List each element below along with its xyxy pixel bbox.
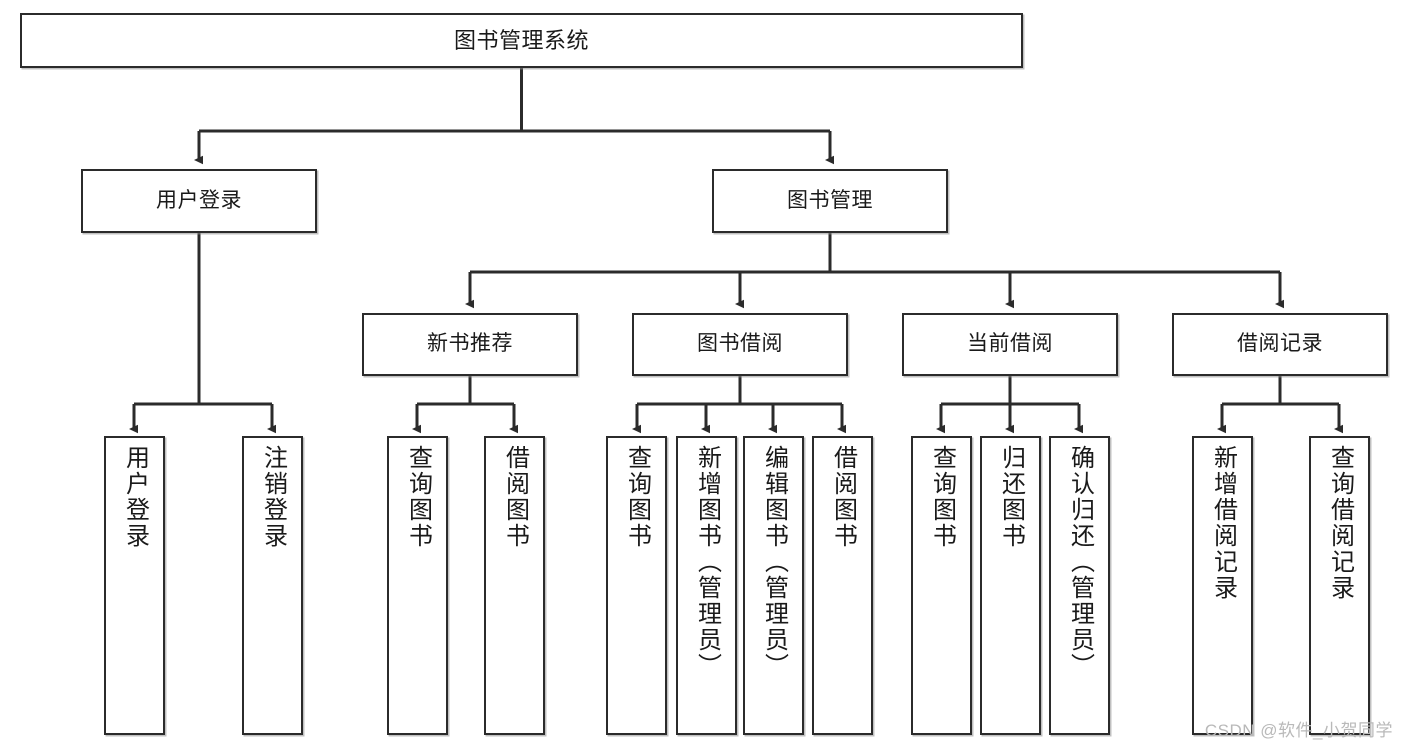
node-label: 借阅图书 — [829, 445, 857, 549]
node-label: 确认归还（管理员） — [1066, 445, 1094, 679]
node-label: 注销登录 — [259, 445, 287, 549]
leaf-book-borrow-edit[interactable]: 编辑图书（管理员） — [743, 436, 804, 735]
leaf-new-book-borrow[interactable]: 借阅图书 — [484, 436, 545, 735]
node-label: 新增图书（管理员） — [693, 445, 721, 679]
leaf-borrow-record-add[interactable]: 新增借阅记录 — [1192, 436, 1253, 735]
leaf-current-borrow-return[interactable]: 归还图书 — [980, 436, 1041, 735]
node-label: 查询借阅记录 — [1326, 445, 1354, 601]
node-label: 图书管理系统 — [453, 27, 589, 53]
node-book-borrow[interactable]: 图书借阅 — [632, 313, 848, 376]
leaf-book-borrow-query[interactable]: 查询图书 — [606, 436, 667, 735]
node-label: 图书管理 — [787, 188, 873, 212]
node-label: 新书推荐 — [427, 332, 513, 356]
node-label: 查询图书 — [928, 445, 956, 549]
node-label: 用户登录 — [121, 445, 149, 549]
leaf-borrow-record-query[interactable]: 查询借阅记录 — [1309, 436, 1370, 735]
leaf-current-borrow-query[interactable]: 查询图书 — [911, 436, 972, 735]
leaf-current-borrow-confirm-return[interactable]: 确认归还（管理员） — [1049, 436, 1110, 735]
leaf-new-book-query[interactable]: 查询图书 — [387, 436, 448, 735]
node-label: 编辑图书（管理员） — [760, 445, 788, 679]
node-borrow-record[interactable]: 借阅记录 — [1172, 313, 1388, 376]
node-label: 当前借阅 — [967, 332, 1053, 356]
node-label: 借阅图书 — [501, 445, 529, 549]
node-new-book-recommend[interactable]: 新书推荐 — [362, 313, 578, 376]
node-label: 查询图书 — [623, 445, 651, 549]
node-label: 图书借阅 — [697, 332, 783, 356]
leaf-user-login-signout[interactable]: 注销登录 — [242, 436, 303, 735]
node-label: 借阅记录 — [1237, 332, 1323, 356]
node-label: 归还图书 — [997, 445, 1025, 549]
node-book-management[interactable]: 图书管理 — [712, 169, 948, 233]
node-root-book-management-system[interactable]: 图书管理系统 — [20, 13, 1023, 68]
node-label: 新增借阅记录 — [1209, 445, 1237, 601]
node-label: 查询图书 — [404, 445, 432, 549]
node-current-borrow[interactable]: 当前借阅 — [902, 313, 1118, 376]
watermark-csdn: CSDN @软件_小贺同学 — [1204, 721, 1393, 740]
leaf-user-login-signin[interactable]: 用户登录 — [104, 436, 165, 735]
leaf-book-borrow-add[interactable]: 新增图书（管理员） — [676, 436, 737, 735]
node-label: 用户登录 — [156, 188, 242, 212]
leaf-book-borrow-borrow[interactable]: 借阅图书 — [812, 436, 873, 735]
node-user-login[interactable]: 用户登录 — [81, 169, 317, 233]
